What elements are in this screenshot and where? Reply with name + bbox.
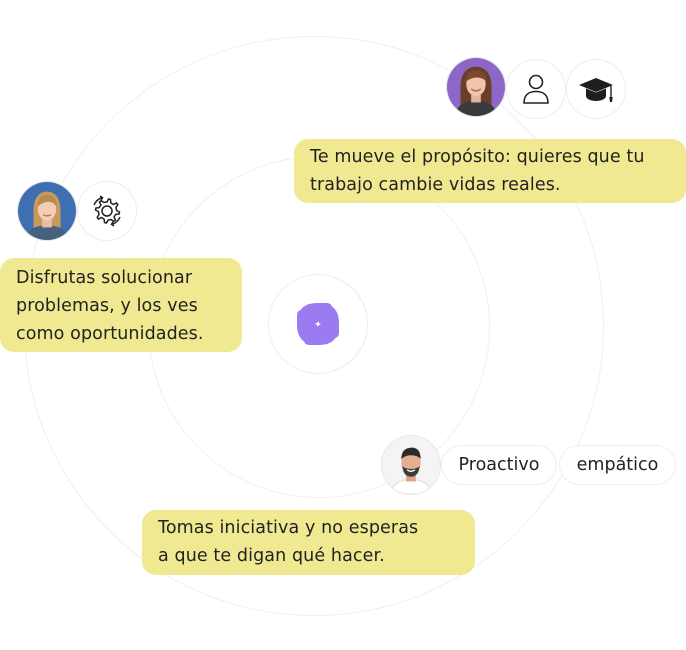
profile-2-message-line-2: problemas, y los ves <box>16 296 198 316</box>
man-avatar-icon <box>382 436 440 494</box>
profile-1-avatar <box>446 57 506 117</box>
profile-1-user-badge <box>506 59 566 119</box>
profile-3-message-line-1: Tomas iniciativa y no esperas <box>158 518 419 538</box>
profile-2-avatar <box>17 181 77 241</box>
brand-logo-icon <box>297 303 339 345</box>
profile-2-gear-badge <box>77 181 137 241</box>
profile-3-avatar <box>381 435 441 495</box>
user-icon <box>523 74 549 104</box>
profile-3-message-bubble: Tomas iniciativa y no esperas a que te d… <box>142 510 475 575</box>
profile-1-message-line-1: Te mueve el propósito: quieres que tu <box>310 147 645 167</box>
profile-2-message-line-1: Disfrutas solucionar <box>16 268 193 288</box>
woman-avatar-icon <box>447 58 505 116</box>
profile-3-message-line-2: a que te digan qué hacer. <box>158 546 385 566</box>
profile-1-graduation-badge <box>566 59 626 119</box>
profile-2-message-bubble: Disfrutas solucionar problemas, y los ve… <box>0 258 242 352</box>
center-logo-circle <box>268 274 368 374</box>
gear-cycle-icon <box>93 195 121 227</box>
profile-2-message-line-3: como oportunidades. <box>16 324 204 344</box>
profile-3-tag-empatico: empático <box>559 445 676 485</box>
profile-1-message-line-2: trabajo cambie vidas reales. <box>310 175 561 195</box>
young-woman-avatar-icon <box>18 182 76 240</box>
profile-1-message-bubble: Te mueve el propósito: quieres que tu tr… <box>294 139 686 203</box>
graduation-cap-icon <box>579 78 613 102</box>
profile-3-tag-proactivo: Proactivo <box>441 445 557 485</box>
